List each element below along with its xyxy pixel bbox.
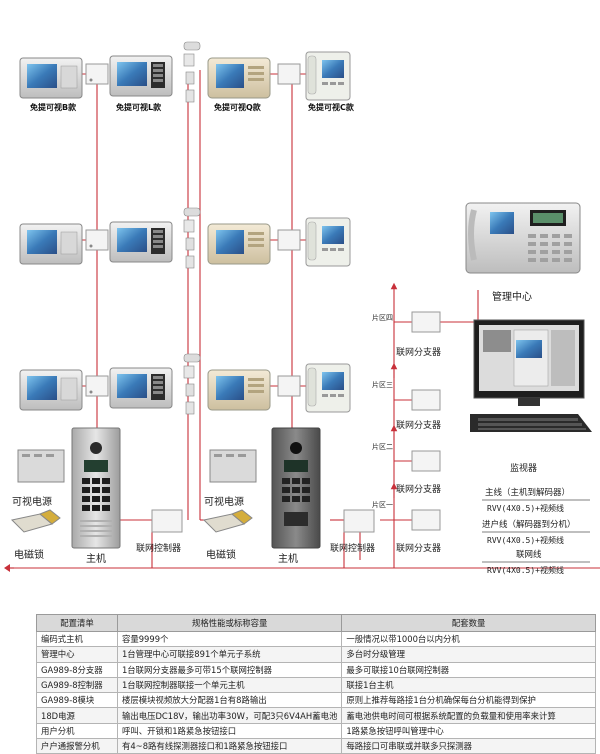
table-row: GA989-8模块 楼层模块视频放大分配器1台有8路输出 原则上推荐每路接1台分… [36,692,596,709]
magnetic-lock-right[interactable] [202,509,253,533]
model-label-l: 免提可视L款 [116,102,162,112]
table-cell: 有4~8路有线探测器接口和1路紧急按钮接口 [116,738,343,754]
wire-legend: 主线（主机到解码器） RVV(4X0.5)+视频线 进户线（解码器到分机） RV… [482,487,590,575]
floor-row [19,207,351,269]
table-cell: 蓄电池供电时间可根据系统配置的负载量和使用率来计算 [341,707,596,724]
decoder-module[interactable] [277,63,301,85]
splitter-label: 联网分支器 [396,483,441,495]
arrow-left-icon [4,564,10,572]
model-label-b: 免提可视B款 [30,102,77,112]
network-controller-left[interactable] [151,509,183,533]
model-label-c: 免提可视C款 [308,102,355,112]
table-cell: 用户分机 [36,722,118,740]
management-center-device[interactable] [465,202,581,274]
table-cell: 容量9999个 [116,630,343,648]
table-cell: GA989-8模块 [36,692,118,709]
table-row: GA989-8控制器 1台联网控制器联接一个单元主机 联接1台主机 [36,676,596,694]
zone-4-splitter[interactable] [411,311,441,333]
magnetic-lock-label-left: 电磁锁 [14,548,44,561]
magnetic-lock-left[interactable] [10,509,61,533]
video-power-label-left: 可视电源 [12,495,52,508]
table-cell: 联接1台主机 [341,676,596,694]
table-row: 用户分机 呼叫、开锁和1路紧急按钮接口 1路紧急按钮呼叫管理中心 [36,722,596,740]
table-cell: 原则上推荐每路接1台分机确保每台分机能得到保护 [341,692,596,709]
table-row: 18D电源 输出电压DC18V，输出功率30W，可配3只6V4AH蓄电池 蓄电池… [36,707,596,724]
magnetic-lock-label-right: 电磁锁 [206,548,236,561]
door-station-host-right[interactable] [271,427,321,549]
model-label-q: 免提可视Q款 [214,102,262,112]
zone-1-label: 片区一 [372,500,393,509]
table-cell: 楼层模块视频放大分配器1台有8路输出 [116,692,343,709]
table-row: GA989-8分支器 1台联网分支器最多可带15个联网控制器 最多可联接10台联… [36,661,596,678]
table-cell: 1台管理中心可联接891个单元子系统 [116,646,343,663]
legend-incoming-line-spec: RVV(4X0.5)+视频线 [487,535,564,545]
table-cell: 编码式主机 [36,630,118,648]
network-controller-label-left: 联网控制器 [136,542,181,554]
table-cell: 1台联网控制器联接一个单元主机 [116,676,343,694]
door-station-host-left[interactable] [71,427,121,549]
decoder-module[interactable] [85,63,109,85]
video-power-supply-right[interactable] [209,449,257,483]
table-row: 编码式主机 容量9999个 一般情况以带1000台以内分机 [36,630,596,648]
table-row: 管理中心 1台管理中心可联接891个单元子系统 多台时分级管理 [36,646,596,663]
table-cell: 最多可联接10台联网控制器 [341,661,596,678]
configuration-table: 配置清单 规格性能或标称容量 配套数量 编码式主机 容量9999个 一般情况以带… [36,614,596,754]
indoor-monitor-c[interactable] [305,51,351,101]
zone-4-label: 片区四 [372,313,393,322]
indoor-monitor-b[interactable] [19,57,83,99]
zone-3-splitter[interactable] [411,389,441,411]
splitter-label: 联网分支器 [396,346,441,358]
legend-incoming-line: 进户线（解码器到分机） [482,519,576,530]
legend-main-line-spec: RVV(4X0.5)+视频线 [487,503,564,513]
zone-1-splitter[interactable] [411,509,441,531]
indoor-monitor-q[interactable] [207,57,271,99]
host-label-left: 主机 [86,552,106,565]
zone-2-splitter[interactable] [411,450,441,472]
legend-network-line-spec: RVV(4X0.5)+视频线 [487,565,564,575]
video-power-supply-left[interactable] [17,449,65,483]
management-center-label: 管理中心 [492,290,532,303]
intercom-network-diagram: 免提可视B款 免提可视L款 免提可视Q款 免提可视C款 管理中心 监视器 片区四… [4,41,600,575]
table-row: 户户通报警分机 有4~8路有线探测器接口和1路紧急按钮接口 每路接口可串联或并联… [36,738,596,754]
table-cell: 每路接口可串联或并联多只探测器 [341,738,596,754]
header-spec: 规格性能或标称容量 [116,614,343,632]
table-cell: 输出电压DC18V，输出功率30W，可配3只6V4AH蓄电池 [116,707,343,724]
table-cell: 户户通报警分机 [36,738,118,754]
network-controller-label-right: 联网控制器 [330,542,375,554]
table-cell: 管理中心 [36,646,118,663]
floor-row [19,41,351,103]
host-label-right: 主机 [278,552,298,565]
monitor-label: 监视器 [510,462,537,474]
monitor-computer[interactable] [470,319,592,432]
header-config-list: 配置清单 [36,614,118,632]
table-cell: 多台时分级管理 [341,646,596,663]
table-cell: 一般情况以带1000台以内分机 [341,630,596,648]
table-cell: 1台联网分支器最多可带15个联网控制器 [116,661,343,678]
table-cell: GA989-8分支器 [36,661,118,678]
table-cell: 呼叫、开锁和1路紧急按钮接口 [116,722,343,740]
table-cell: GA989-8控制器 [36,676,118,694]
header-quantity: 配套数量 [341,614,596,632]
alarm-sensors [183,41,201,103]
network-controller-right[interactable] [343,509,375,533]
indoor-monitor-l[interactable] [109,55,173,97]
zone-2-label: 片区二 [372,442,393,451]
floor-row [19,353,351,415]
legend-main-line: 主线（主机到解码器） [485,487,570,498]
table-cell: 18D电源 [36,707,118,724]
splitter-label: 联网分支器 [396,542,441,554]
table-cell: 1路紧急按钮呼叫管理中心 [341,722,596,740]
zone-3-label: 片区三 [372,380,393,389]
splitter-label: 联网分支器 [396,419,441,431]
table-header-row: 配置清单 规格性能或标称容量 配套数量 [36,614,596,632]
legend-network-line: 联网线 [516,549,542,560]
video-power-label-right: 可视电源 [204,495,244,508]
